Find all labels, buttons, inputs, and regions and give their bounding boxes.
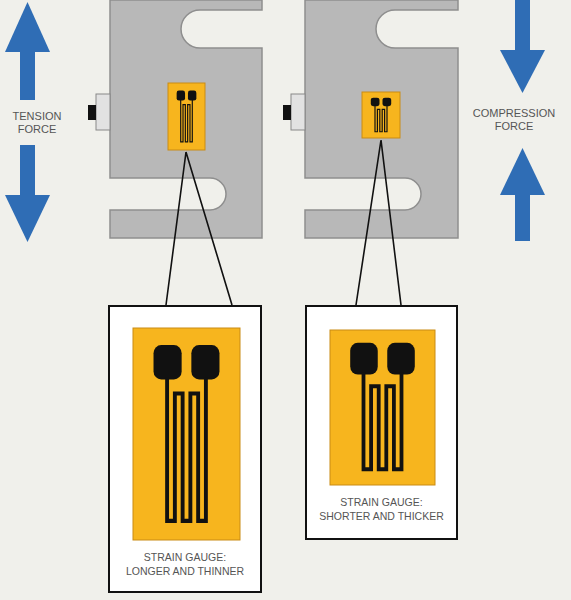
s-beam-compression <box>283 0 458 238</box>
gauge-short <box>330 330 435 485</box>
force-label: TENSION FORCE <box>2 109 72 137</box>
caption: STRAIN GAUGE: LONGER AND THINNER <box>121 550 249 578</box>
gauge-long <box>133 328 240 540</box>
callout-fill <box>108 305 262 593</box>
callout-box: STRAIN GAUGE: SHORTER AND THICKER <box>305 305 458 540</box>
force-label: COMPRESSION FORCE <box>461 106 567 134</box>
leader-lines <box>166 140 401 305</box>
callout-box: STRAIN GAUGE: LONGER AND THINNER <box>108 305 262 593</box>
s-beam-tension <box>88 0 262 238</box>
caption: STRAIN GAUGE: SHORTER AND THICKER <box>318 495 446 523</box>
callout-fill <box>305 305 458 540</box>
